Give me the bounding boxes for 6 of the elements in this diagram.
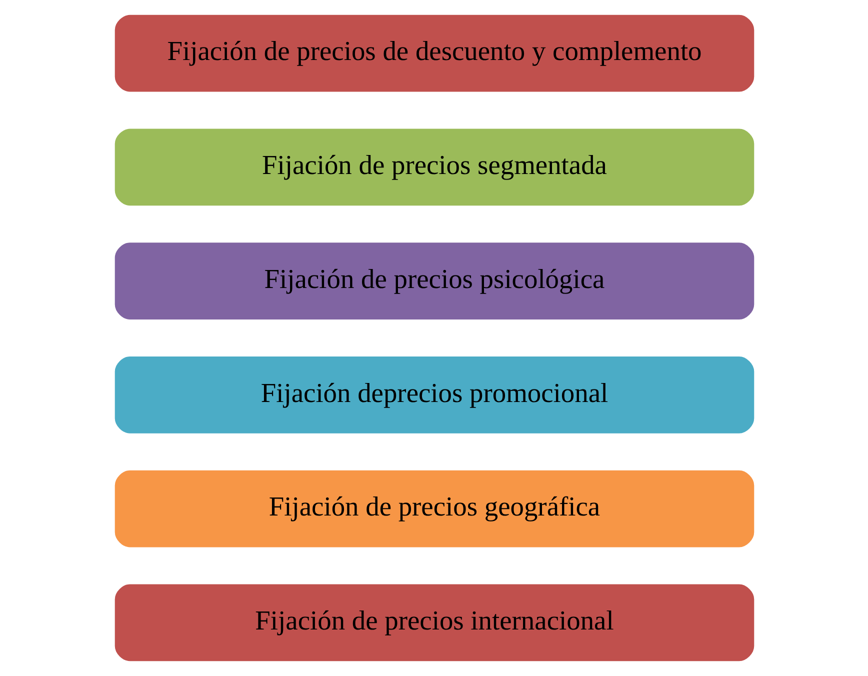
node-box: Fijación de precios internacional — [112, 582, 756, 664]
node-box: Fijación deprecios promocional — [112, 354, 756, 436]
node-box: Fijación de precios segmentada — [112, 126, 756, 208]
node-box: Fijación de precios geográfica — [112, 468, 756, 550]
node-box: Fijación de precios psicológica — [112, 240, 756, 322]
node-box: Fijación de precios de descuento y complemento — [112, 12, 756, 94]
